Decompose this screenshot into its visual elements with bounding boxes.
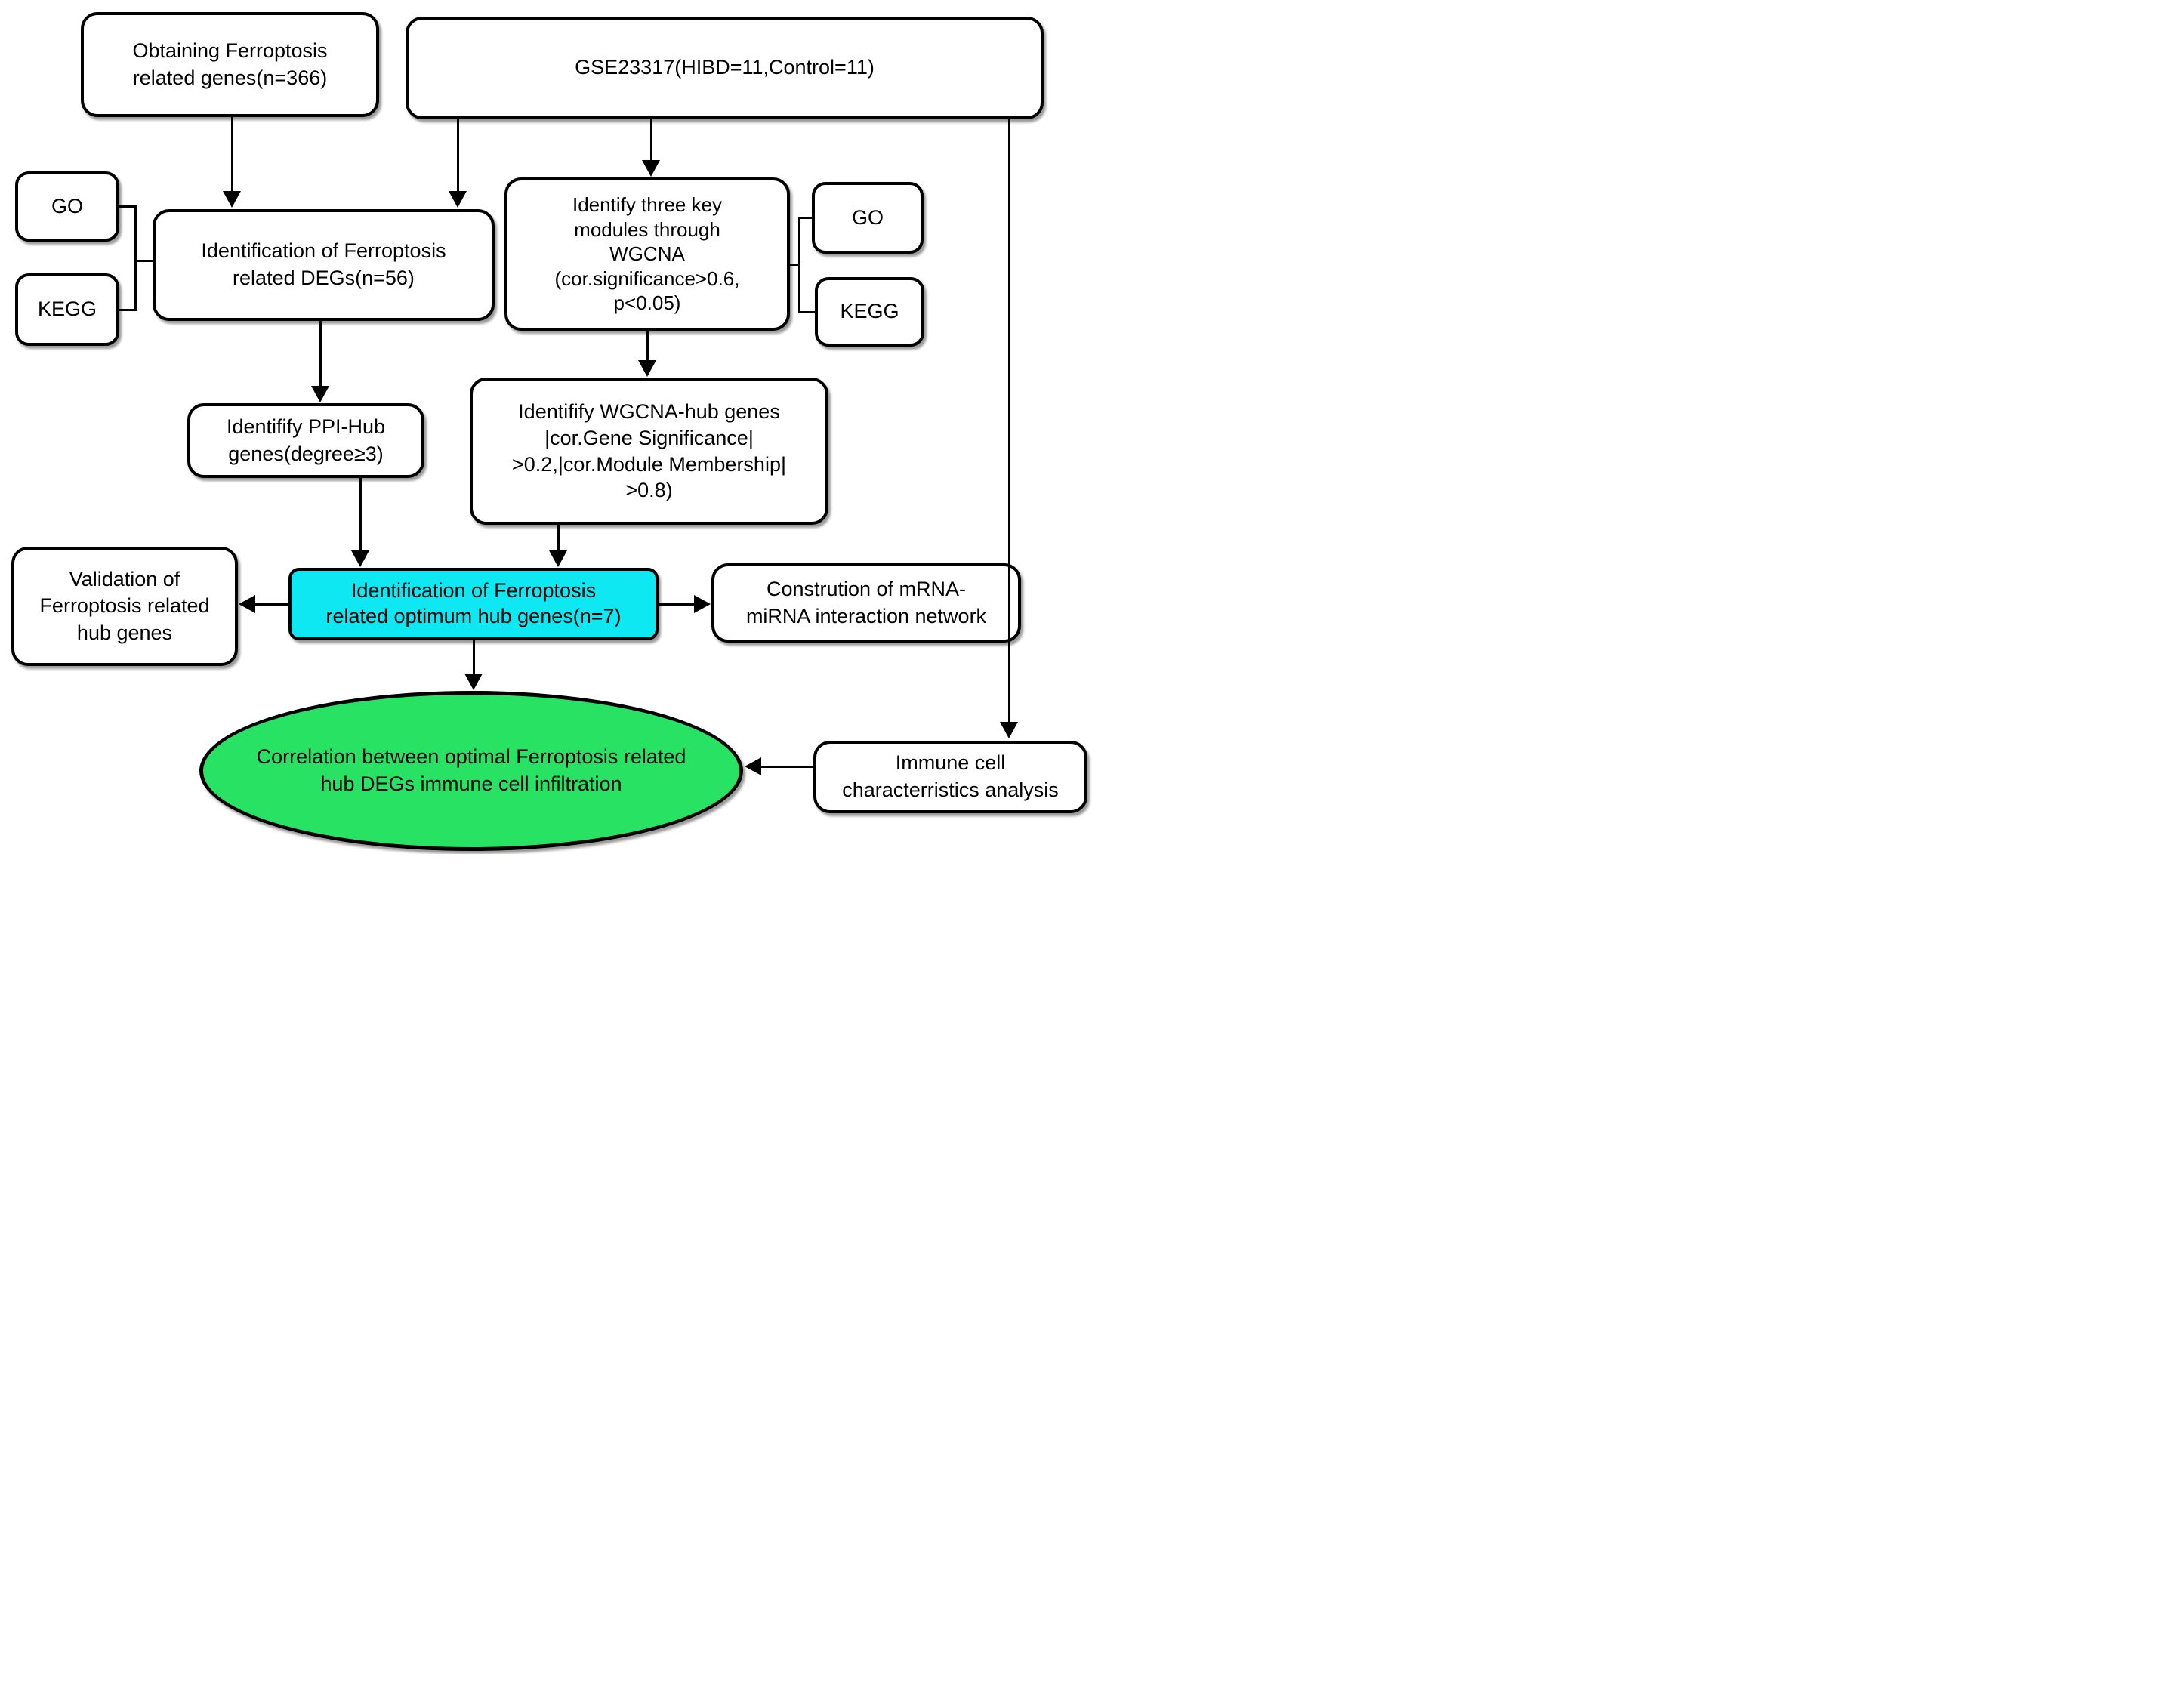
- flowchart-canvas: Obtaining Ferroptosis related genes(n=36…: [0, 0, 1092, 854]
- arrow-optimum-to-validation: [254, 603, 289, 606]
- connector-left-bracket-to-degs: [134, 260, 155, 262]
- arrowhead-ppi-to-optimum: [351, 550, 369, 567]
- arrow-hub-to-optimum: [557, 525, 560, 551]
- arrow-gse-to-wgcna: [650, 119, 652, 161]
- node-validation: Validation of Ferroptosis related hub ge…: [11, 547, 238, 666]
- node-go-right: GO: [812, 182, 924, 254]
- node-wgcna-hub: Identifify WGCNA-hub genes |cor.Gene Sig…: [470, 378, 828, 525]
- node-obtaining-genes: Obtaining Ferroptosis related genes(n=36…: [81, 12, 379, 117]
- connector-wgcna-to-bracket: [788, 264, 800, 266]
- arrowhead-optimum-to-mrna: [694, 595, 711, 613]
- arrowhead-hub-to-optimum: [549, 550, 567, 567]
- node-kegg-left: KEGG: [15, 273, 119, 346]
- arrow-wgcna-to-hub: [646, 330, 649, 361]
- connector-go-left-stub: [119, 205, 137, 208]
- arrow-optimum-to-mrna: [659, 603, 695, 606]
- node-optimum-hub: Identification of Ferroptosis related op…: [288, 568, 659, 640]
- node-go-left: GO: [15, 171, 119, 242]
- arrow-gse-to-immune: [1008, 119, 1010, 723]
- arrow-immune-to-correlation: [760, 766, 813, 768]
- node-ppi-hub: Identifify PPI-Hub genes(degree≥3): [187, 403, 424, 478]
- node-gse-dataset: GSE23317(HIBD=11,Control=11): [406, 17, 1044, 119]
- arrowhead-gse-to-immune: [1000, 722, 1018, 738]
- node-correlation-ellipse: Correlation between optimal Ferroptosis …: [199, 691, 743, 851]
- arrowhead-optimum-to-correlation: [464, 674, 483, 690]
- arrow-ppi-to-optimum: [359, 478, 362, 551]
- arrowhead-gse-to-wgcna: [642, 160, 660, 177]
- arrowhead-immune-to-correlation: [745, 757, 761, 775]
- arrow-degs-to-ppi: [319, 321, 322, 387]
- connector-go-right-stub: [798, 217, 813, 219]
- connector-kegg-right-stub: [798, 311, 816, 313]
- connector-left-bracket-vertical: [134, 205, 137, 311]
- node-kegg-right: KEGG: [815, 277, 924, 347]
- arrow-gse-to-degs: [457, 119, 459, 192]
- node-wgcna-modules: Identify three key modules through WGCNA…: [504, 177, 790, 331]
- arrowhead-obtaining-to-degs: [223, 191, 241, 208]
- arrowhead-optimum-to-validation: [239, 595, 255, 613]
- arrow-obtaining-to-degs: [231, 117, 233, 192]
- arrowhead-wgcna-to-hub: [638, 360, 656, 377]
- node-mrna-mirna: Constrution of mRNA- miRNA interaction n…: [711, 563, 1021, 643]
- arrowhead-degs-to-ppi: [311, 386, 329, 402]
- connector-kegg-left-stub: [119, 309, 137, 311]
- node-degs: Identification of Ferroptosis related DE…: [153, 209, 495, 321]
- arrowhead-gse-to-degs: [449, 191, 467, 208]
- arrow-optimum-to-correlation: [473, 640, 475, 674]
- node-immune: Immune cell characterristics analysis: [813, 741, 1087, 813]
